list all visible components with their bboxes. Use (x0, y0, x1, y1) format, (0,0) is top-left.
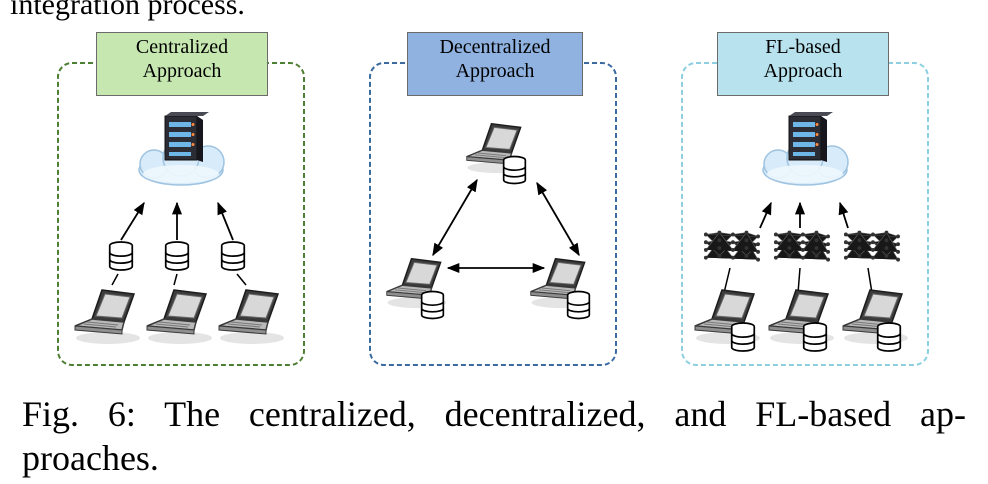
top-text-fragment: integration process. (10, 0, 245, 21)
database-icon (108, 241, 134, 271)
figure-caption: Fig. 6: The centralized, decentralized, … (22, 392, 966, 480)
fl-label-line1: FL-based (765, 36, 841, 58)
peer-arrow (536, 181, 580, 257)
database-icon (502, 155, 527, 185)
upload-arrow (217, 201, 234, 241)
neural-network-icon (843, 230, 900, 263)
cloud-server-icon (138, 112, 225, 186)
laptop-icon (74, 289, 141, 345)
caption-line-1: Fig. 6: The centralized, decentralized, … (22, 394, 966, 434)
laptop-icon (218, 289, 285, 345)
fl-label-line2: Approach (763, 60, 843, 82)
database-icon (164, 241, 190, 271)
centralized-label-line2: Approach (142, 60, 222, 82)
cloud-server-icon (762, 112, 849, 186)
decentralized-label: Decentralized Approach (407, 32, 583, 96)
database-icon (420, 290, 445, 320)
database-icon (566, 290, 591, 320)
database-icon (876, 322, 902, 352)
caption-line-2: proaches. (22, 438, 159, 478)
decentralized-label-line2: Approach (455, 60, 535, 82)
upload-arrow (759, 201, 772, 229)
decentralized-label-line1: Decentralized (439, 36, 551, 58)
database-icon (730, 322, 756, 352)
peer-arrow (432, 178, 478, 257)
upload-arrow (120, 201, 145, 241)
laptop-icon (146, 289, 213, 345)
decentralized-panel-frame (369, 62, 617, 366)
upload-arrow (838, 201, 849, 229)
fl-label: FL-based Approach (717, 32, 889, 96)
centralized-label: Centralized Approach (96, 32, 268, 96)
centralized-label-line1: Centralized (135, 36, 229, 58)
neural-network-icon (703, 230, 760, 263)
database-icon (802, 322, 828, 352)
neural-network-icon (773, 230, 830, 263)
database-icon (220, 241, 246, 271)
